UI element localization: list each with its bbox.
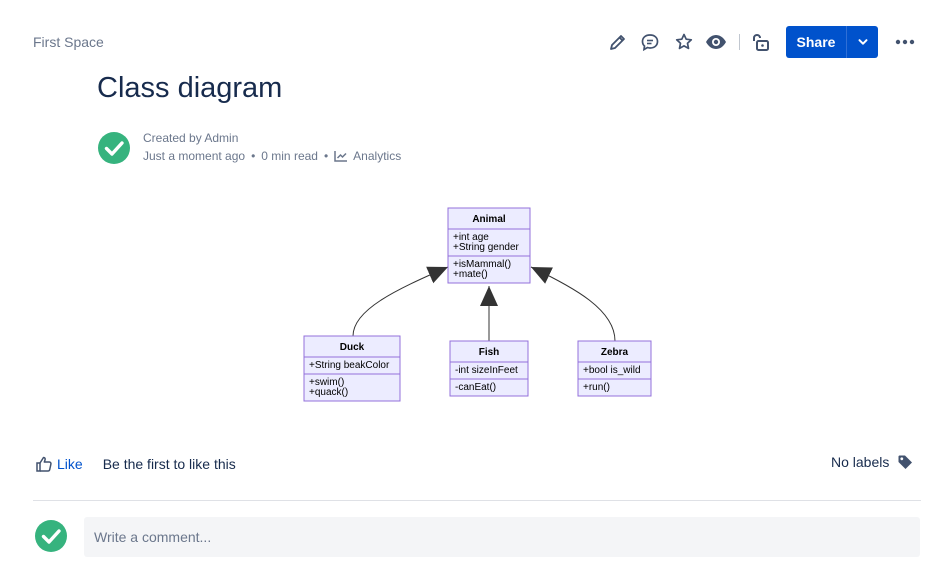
toolbar-separator: [739, 34, 740, 50]
analytics-link[interactable]: Analytics: [334, 149, 401, 163]
eye-icon[interactable]: [704, 30, 728, 54]
inheritance-edge: [352, 266, 449, 337]
star-icon[interactable]: [672, 30, 696, 54]
class-attribute: -int sizeInFeet: [455, 365, 518, 376]
no-labels-text: No labels: [831, 454, 890, 470]
labels-area: No labels: [831, 454, 913, 470]
like-label: Like: [57, 456, 83, 472]
breadcrumb-space-link[interactable]: First Space: [33, 34, 104, 50]
chevron-down-icon: [858, 39, 867, 45]
class-name: Zebra: [601, 347, 629, 358]
thumbs-up-icon: [36, 456, 52, 472]
pencil-icon[interactable]: [606, 30, 630, 54]
more-icon[interactable]: [893, 30, 917, 54]
class-attribute: +int age: [453, 232, 489, 243]
page-title: Class diagram: [97, 72, 283, 104]
class-box-frame: [303, 335, 401, 402]
like-row: Like Be the first to like this: [35, 452, 236, 476]
analytics-label: Analytics: [353, 149, 402, 163]
class-name: Duck: [340, 342, 365, 353]
class-method: +quack(): [309, 387, 348, 398]
class-attribute: +bool is_wild: [583, 365, 641, 376]
unlock-icon[interactable]: [749, 30, 773, 54]
class-method: +isMammal(): [453, 259, 511, 270]
like-message: Be the first to like this: [102, 456, 236, 472]
share-options-button[interactable]: [846, 26, 878, 58]
class-box-frame: [449, 340, 529, 397]
class-box-frame: [577, 340, 652, 397]
page-byline-meta: Just a moment ago • 0 min read • Analyti…: [143, 149, 401, 163]
class-attribute: +String gender: [453, 242, 520, 253]
analytics-icon: [334, 151, 348, 162]
class-box-zebra: Zebra +bool is_wild +run(): [577, 340, 652, 397]
last-updated-text: Just a moment ago: [143, 149, 246, 163]
byline-separator: •: [323, 149, 329, 163]
share-button[interactable]: Share: [786, 26, 846, 58]
class-name: Fish: [479, 347, 500, 358]
like-button[interactable]: Like: [35, 455, 83, 473]
class-method: -canEat(): [455, 382, 496, 393]
page-toolbar: Share: [0, 26, 952, 58]
class-box-frame: [447, 207, 531, 284]
comment-icon[interactable]: [638, 30, 662, 54]
label-tag-icon[interactable]: [897, 454, 913, 470]
class-box-duck: Duck +String beakColor +swim()+quack(): [303, 335, 401, 402]
class-name: Animal: [472, 214, 506, 225]
share-button-group: Share: [786, 26, 878, 58]
class-attribute: +String beakColor: [309, 360, 390, 371]
class-method: +run(): [583, 382, 610, 393]
class-box-animal: Animal +int age+String gender +isMammal()+…: [447, 207, 531, 284]
comment-input[interactable]: Write a comment...: [84, 517, 920, 557]
class-box-fish: Fish -int sizeInFeet -canEat(): [449, 340, 529, 397]
class-method: +mate(): [453, 269, 488, 280]
read-time-text: 0 min read: [261, 149, 318, 163]
byline-separator: •: [251, 149, 256, 163]
created-by-text: Created by Admin: [143, 131, 239, 145]
author-avatar: [97, 131, 131, 165]
class-method: +swim(): [309, 377, 344, 388]
commenter-avatar: [34, 519, 68, 553]
comments-divider: [33, 500, 921, 501]
inheritance-edge: [530, 266, 616, 342]
